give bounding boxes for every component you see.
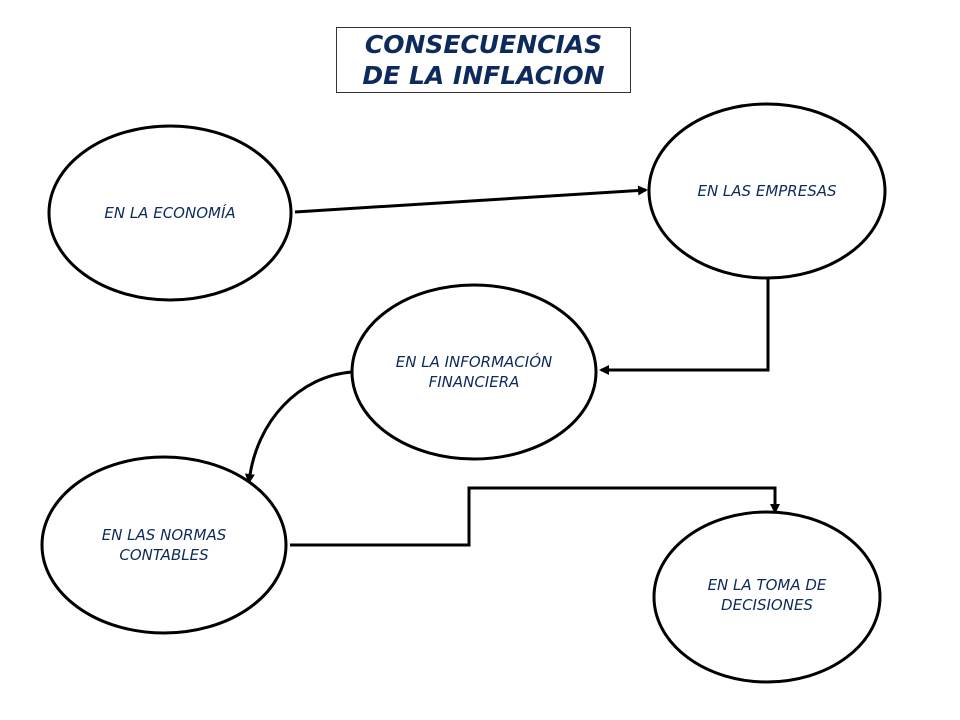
connector-economia-to-empresas <box>294 185 648 214</box>
node-label-normas-line-2: CONTABLES <box>119 546 209 564</box>
node-economia-ellipse <box>47 124 293 302</box>
connector-informacion-to-normas <box>244 370 353 484</box>
title-line-1: CONSECUENCIAS <box>364 30 603 59</box>
node-normas-ellipse <box>40 455 288 635</box>
node-label-normas-line-1: EN LAS NORMAS <box>101 526 227 544</box>
node-label-empresas: EN LAS EMPRESAS <box>657 171 877 211</box>
connector-normas-to-toma <box>290 486 780 547</box>
node-label-toma-line-1: EN LA TOMA DE <box>707 576 827 594</box>
connector-empresas-to-informacion <box>599 278 770 375</box>
node-toma-ellipse <box>652 510 882 684</box>
node-label-toma-line-2: DECISIONES <box>721 596 813 614</box>
node-label-economia: EN LA ECONOMÍA <box>60 193 280 233</box>
node-informacion-ellipse <box>350 283 598 461</box>
node-label-empresas-line-1: EN LAS EMPRESAS <box>697 182 837 200</box>
node-label-toma: EN LA TOMA DE DECISIONES <box>657 573 877 617</box>
node-label-economia-line-1: EN LA ECONOMÍA <box>104 204 236 222</box>
node-label-informacion-line-1: EN LA INFORMACIÓN <box>395 353 553 371</box>
node-label-informacion-line-2: FINANCIERA <box>428 373 520 391</box>
node-empresas-ellipse <box>647 102 887 280</box>
node-label-informacion: EN LA INFORMACIÓN FINANCIERA <box>364 350 584 394</box>
title-line-2: DE LA INFLACION <box>362 61 605 90</box>
title-box: CONSECUENCIAS DE LA INFLACION <box>336 27 631 93</box>
node-label-normas: EN LAS NORMAS CONTABLES <box>54 523 274 567</box>
